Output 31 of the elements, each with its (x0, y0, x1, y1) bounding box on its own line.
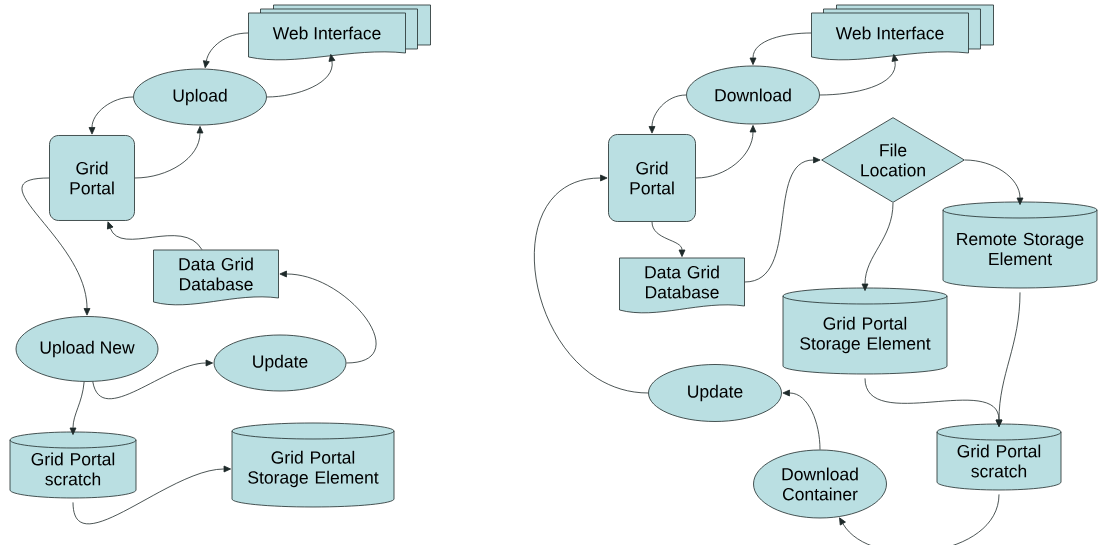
arrow (648, 94, 687, 134)
document-stack: Web Interface (811, 4, 994, 61)
storage-cylinder: Grid Portal Storage Element (782, 287, 948, 375)
arrow (107, 221, 203, 250)
arrow (782, 389, 821, 450)
storage-cylinder: Grid Portal Storage Element (231, 422, 395, 508)
storage-cylinder: Grid Portal scratch (936, 423, 1062, 491)
arrow (203, 32, 249, 69)
arrow (819, 54, 899, 96)
arrow (651, 221, 686, 257)
arrow (861, 202, 894, 291)
arrow (69, 381, 85, 435)
arrow (279, 270, 377, 364)
arrow (88, 96, 134, 135)
arrow (266, 54, 336, 98)
arrow (839, 494, 1000, 545)
arrow (21, 177, 91, 316)
arrow (995, 292, 1021, 427)
rounded-box: Grid Portal (49, 135, 135, 221)
arrow (134, 126, 204, 179)
arrow (744, 156, 821, 283)
storage-cylinder: Remote Storage Element (942, 201, 1098, 289)
document-stack: Web Interface (248, 4, 431, 61)
arrow (695, 125, 757, 179)
arrow (964, 159, 1024, 205)
rounded-box: Grid Portal (608, 134, 696, 222)
arrow (533, 174, 649, 394)
arrow (749, 32, 812, 65)
arrow (72, 465, 231, 525)
arrow (92, 359, 213, 400)
storage-cylinder: Grid Portal scratch (9, 431, 137, 499)
